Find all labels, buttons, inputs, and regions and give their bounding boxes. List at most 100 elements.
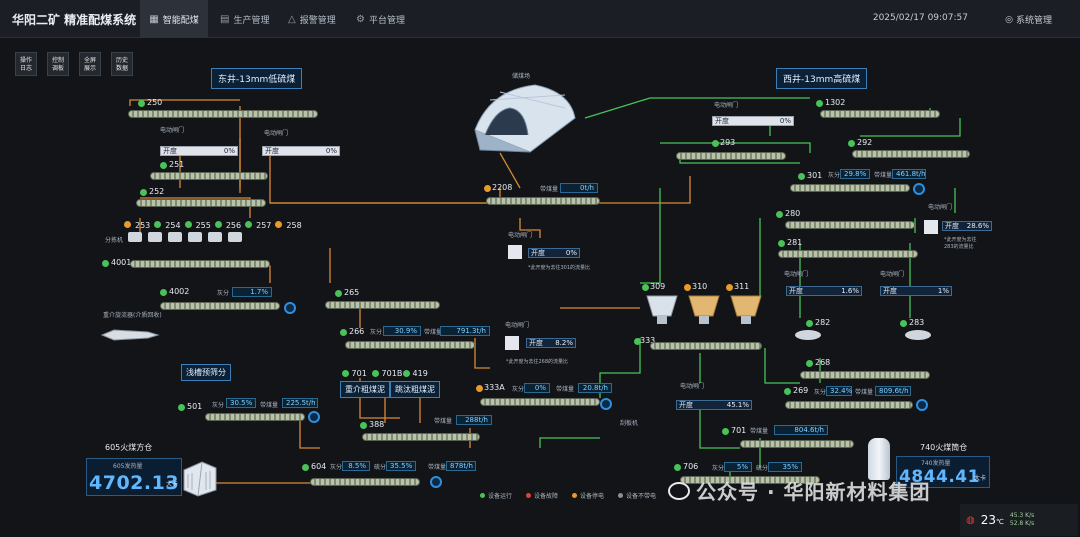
reading-label: 带煤量 <box>556 386 575 393</box>
east-source-title: 东井-13mm低硫煤 <box>211 68 303 89</box>
belt-4002-ash: 1.7% <box>232 287 272 297</box>
status-dot <box>124 221 131 228</box>
coarse-slime-2: 跳汰粗煤泥 <box>390 381 440 398</box>
unit-701b-label: 701B <box>372 369 402 378</box>
line <box>539 437 600 448</box>
tab-alarms[interactable]: △ 报警管理 <box>288 0 336 38</box>
status-dot <box>160 289 167 296</box>
belt-250[interactable] <box>128 110 318 118</box>
line <box>269 156 501 204</box>
belt-280[interactable] <box>785 221 915 229</box>
reading-label: 硫分 <box>374 464 387 471</box>
feeder-row: 253 254 255 256 257 258 <box>124 221 302 230</box>
tab-smart-blending[interactable]: ▦ 智能配煤 <box>140 0 208 38</box>
control-panel-button[interactable]: 控制调板 <box>47 52 69 76</box>
flow-diagram-panel: 操作日志 控制调板 全屏展示 历史数据 东井-13mm低硫煤 西井-13mm高硫… <box>0 38 1080 537</box>
feeder-icon <box>148 232 162 242</box>
belt-301[interactable] <box>790 184 910 192</box>
belt-283-label: 283 <box>909 318 925 327</box>
operation-log-button[interactable]: 操作日志 <box>15 52 37 76</box>
legend-power-off: 设备停电 <box>572 491 604 500</box>
belt-2208[interactable] <box>486 197 600 205</box>
gate-icon <box>924 220 938 234</box>
status-dot <box>178 404 185 411</box>
pipeline-lines <box>129 97 961 484</box>
reading-label: 带煤量 <box>428 464 447 471</box>
belt-333[interactable] <box>650 342 762 350</box>
feeder-label: 258 <box>286 221 302 230</box>
belt-701r[interactable] <box>740 440 854 448</box>
chart-icon: ▦ <box>149 13 159 25</box>
status-dot <box>726 284 733 291</box>
belt-701r-flow: 804.6t/h <box>774 425 828 435</box>
legend: 设备运行 设备故障 设备停电 设备不带电 <box>480 491 656 500</box>
belt-501-ash: 30.5% <box>226 398 256 408</box>
line <box>270 176 691 204</box>
status-dot <box>184 221 192 228</box>
belt-4001[interactable] <box>130 260 270 268</box>
left-bin-title: 605火煤方仓 <box>105 443 153 452</box>
reading-label: 灰分 <box>814 389 827 396</box>
belt-292-label: 292 <box>857 138 873 147</box>
belt-301-label: 301 <box>807 171 823 180</box>
west-source-title: 西井-13mm高硫煤 <box>776 68 868 89</box>
belt-706-sulfur: 35% <box>768 462 802 472</box>
belt-282-label: 282 <box>815 318 831 327</box>
belt-501[interactable] <box>205 413 305 421</box>
gate-label: 电动闸门 <box>714 102 739 109</box>
belt-604[interactable] <box>310 478 420 486</box>
scraper-label: 刮板机 <box>620 420 639 427</box>
history-data-button[interactable]: 历史数据 <box>111 52 133 76</box>
belt-292[interactable] <box>852 150 970 158</box>
belt-269[interactable] <box>785 401 913 409</box>
system-management-button[interactable]: ◎ 系统管理 <box>1005 13 1052 27</box>
belt-251-label: 251 <box>169 160 185 169</box>
line <box>519 218 541 238</box>
reading-label: 灰分 <box>828 172 841 179</box>
fullscreen-button[interactable]: 全屏展示 <box>79 52 101 76</box>
belt-706-label: 706 <box>683 462 699 471</box>
belt-281[interactable] <box>778 250 918 258</box>
reading-label: 带煤量 <box>855 389 874 396</box>
belt-268[interactable] <box>800 371 930 379</box>
tab-platform[interactable]: ⚙ 平台管理 <box>356 0 405 38</box>
gate-label: 电动闸门 <box>508 232 533 239</box>
reading-label: 灰分 <box>217 290 230 297</box>
status-dot <box>806 360 813 367</box>
belt-333a[interactable] <box>480 398 600 406</box>
belt-388[interactable] <box>362 433 480 441</box>
coarse-slime-1: 重介粗煤泥 <box>340 381 390 398</box>
gate-5-gauge: 开度 28.6% <box>942 221 992 231</box>
belt-252[interactable] <box>136 199 266 207</box>
gate-9-gauge: 开度 45.1% <box>676 400 752 410</box>
gate-note: *此开度为去往301的流量比 <box>528 265 591 271</box>
hopper-icons <box>646 295 762 324</box>
reading-label: 带煤量 <box>540 186 559 193</box>
tab-label: 智能配煤 <box>162 15 199 26</box>
line <box>474 338 490 369</box>
belt-388-flow: 288t/h <box>456 415 492 425</box>
belt-293[interactable] <box>676 152 786 160</box>
status-dot <box>674 464 681 471</box>
belt-250-label: 250 <box>147 98 163 107</box>
reading-label: 带煤量 <box>424 329 443 336</box>
belt-265[interactable] <box>325 301 440 309</box>
cyclone-icon <box>905 330 931 340</box>
belt-1302[interactable] <box>820 110 940 118</box>
tab-production[interactable]: ▤ 生产管理 <box>220 0 269 38</box>
line <box>699 408 740 449</box>
belt-4002[interactable] <box>160 302 280 310</box>
status-dot <box>684 284 691 291</box>
belt-251[interactable] <box>150 172 268 180</box>
feeder-icon <box>188 232 202 242</box>
gate-note: *此开度为去往268的流量比 <box>506 359 569 365</box>
fan-icon <box>916 399 928 411</box>
left-bin-value: 4702.13 <box>89 472 180 494</box>
status-dot <box>335 290 342 297</box>
status-dot <box>302 464 309 471</box>
silo-icon <box>868 438 890 480</box>
belt-266[interactable] <box>345 341 475 349</box>
belt-706[interactable] <box>680 476 820 484</box>
shallow-screening-title: 浅槽预筛分 <box>181 364 231 381</box>
feeder-label: 253 <box>135 221 151 230</box>
